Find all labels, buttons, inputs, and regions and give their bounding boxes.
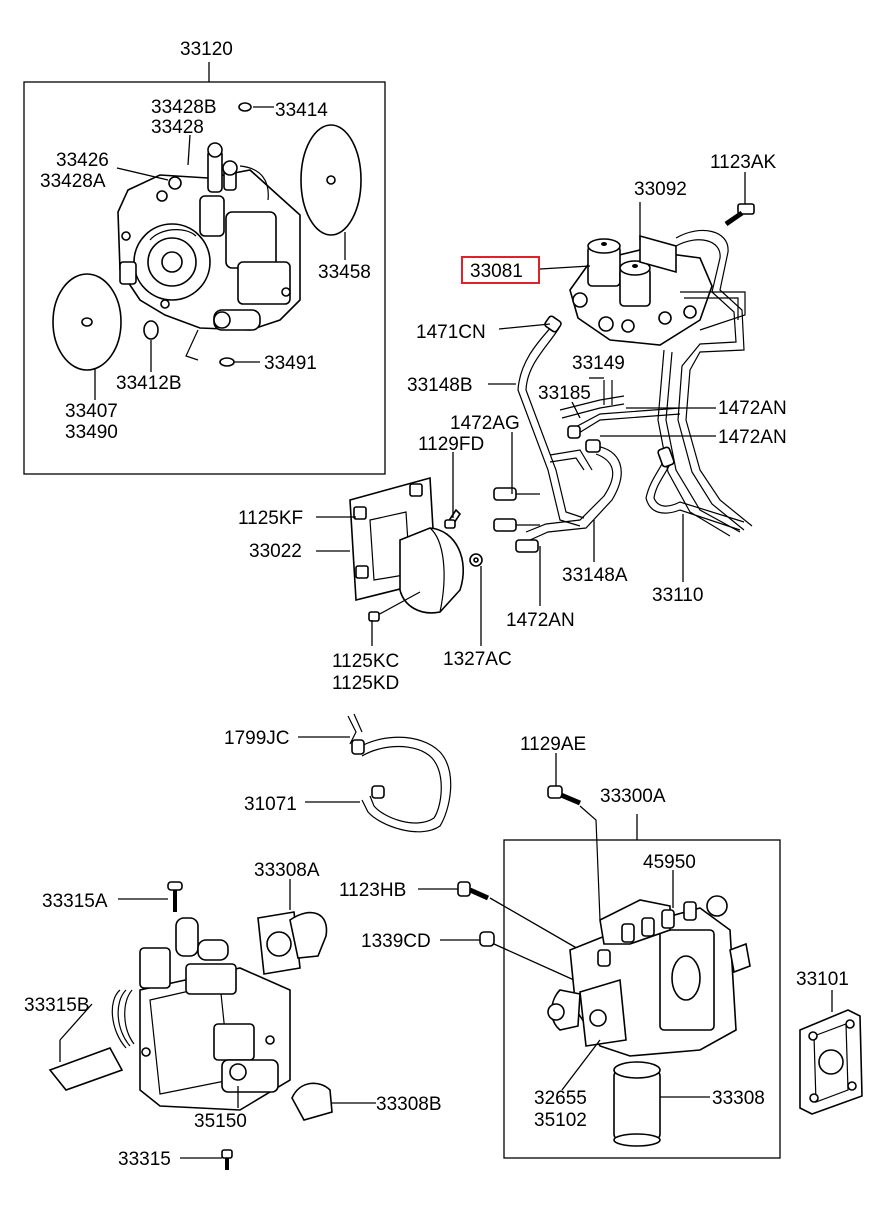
label-33315: 33315 [118, 1149, 171, 1170]
label-1123AK: 1123AK [710, 152, 777, 173]
label-1129FD: 1129FD [418, 434, 484, 455]
label-33491: 33491 [264, 353, 317, 374]
label-1125KF: 1125KF [238, 508, 303, 529]
label-33458: 33458 [318, 262, 371, 283]
label-1799JC: 1799JC [224, 728, 290, 749]
label-45950: 45950 [643, 852, 696, 873]
label-33407: 33407 [65, 401, 118, 422]
highlight-box-33081 [461, 256, 540, 284]
label-1125KC: 1125KC [332, 651, 399, 672]
label-33022: 33022 [249, 541, 302, 562]
solenoid-valve-block-33081 [569, 234, 713, 346]
assembly-33120-group: 33120 33428B 33414 33428 33426 33428A 33… [23, 39, 386, 475]
label-1339CD: 1339CD [361, 931, 431, 952]
label-33308A: 33308A [254, 860, 320, 881]
assembly-33120-frame [23, 81, 386, 475]
label-33414: 33414 [275, 100, 328, 121]
label-33110: 33110 [652, 585, 703, 606]
throttle-body-group: 33308A 33315A 33315B 35150 33308B 33315 [24, 860, 442, 1170]
label-1471CN: 1471CN [416, 322, 486, 343]
label-33308: 33308 [712, 1088, 765, 1109]
label-33315A: 33315A [42, 891, 108, 912]
label-1472AN-b: 1472AN [718, 427, 787, 448]
label-33315B: 33315B [24, 995, 90, 1016]
hose-31071-group: 1799JC 31071 [224, 713, 452, 833]
label-33149: 33149 [572, 353, 625, 374]
label-33101: 33101 [796, 969, 849, 990]
label-33300A: 33300A [600, 786, 666, 807]
label-1125KD: 1125KD [332, 673, 399, 694]
label-33185: 33185 [538, 383, 591, 404]
label-1472AN-a: 1472AN [718, 398, 787, 419]
label-33148B: 33148B [407, 375, 473, 396]
label-1327AC: 1327AC [443, 649, 512, 670]
label-33308B: 33308B [376, 1094, 442, 1115]
regulator-body-drawing [547, 895, 751, 1057]
assembly-33300A-group: 1129AE 33300A 45950 1123HB 1339CD 33101 … [339, 734, 863, 1159]
label-33490: 33490 [65, 422, 118, 443]
label-33428: 33428 [151, 117, 204, 138]
label-1123HB: 1123HB [339, 880, 406, 901]
label-1472AG: 1472AG [450, 413, 520, 434]
label-33426: 33426 [56, 150, 109, 171]
assembly-33300A-frame [503, 839, 781, 1159]
label-1129AE: 1129AE [520, 734, 586, 755]
label-33092: 33092 [634, 179, 687, 200]
label-33148A: 33148A [562, 565, 628, 586]
label-32655: 32655 [534, 1088, 587, 1109]
label-33428B: 33428B [151, 97, 217, 118]
solenoid-and-lines-group: 1123AK 33092 33081 1471CN 33149 33148B 3… [238, 152, 787, 694]
label-33120: 33120 [180, 39, 233, 60]
label-33412B: 33412B [116, 373, 182, 394]
gasket-33022 [349, 476, 465, 614]
label-1472AN-c: 1472AN [506, 610, 575, 631]
label-33081: 33081 [470, 261, 523, 282]
label-35150: 35150 [194, 1111, 247, 1132]
label-31071: 31071 [244, 794, 297, 815]
label-35102: 35102 [534, 1110, 587, 1131]
label-33428A: 33428A [40, 171, 106, 192]
vacuum-pump-drawing [117, 142, 301, 361]
